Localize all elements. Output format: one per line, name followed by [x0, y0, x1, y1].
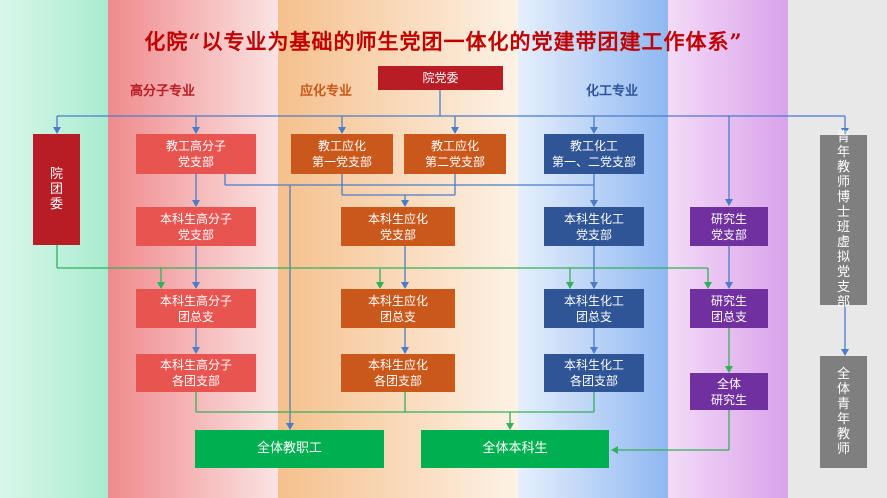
ug-party-polymer: 本科生高分子 党支部 [136, 207, 256, 246]
grad-league-branch: 研究生 团总支 [690, 289, 768, 328]
ug-league-chemeng: 本科生化工 团总支 [544, 289, 644, 328]
band-left [0, 0, 108, 498]
header-applied: 应化专业 [300, 84, 353, 99]
faculty-applied-branch-2: 教工应化 第二党支部 [404, 134, 506, 174]
ug-branches-applied: 本科生应化 各团支部 [341, 354, 455, 392]
band-graduate [668, 0, 788, 498]
all-staff: 全体教职工 [195, 430, 384, 468]
young-phd-virtual-branch-label: 青年教师博士班虚拟党支部 [836, 130, 850, 310]
college-youth-league: 院团委 [33, 134, 80, 245]
all-young-teachers: 全体青年教师 [820, 356, 867, 468]
ug-party-applied: 本科生应化 党支部 [341, 207, 455, 246]
ug-branches-chemeng: 本科生化工 各团支部 [544, 354, 644, 392]
ug-branches-polymer: 本科生高分子 各团支部 [136, 354, 256, 392]
band-polymer [108, 0, 278, 498]
college-party-committee: 院党委 [378, 66, 503, 90]
ug-league-applied: 本科生应化 团总支 [341, 289, 455, 328]
young-phd-virtual-branch: 青年教师博士班虚拟党支部 [820, 130, 867, 310]
grad-party-branch: 研究生 党支部 [690, 207, 768, 246]
all-undergraduates: 全体本科生 [421, 430, 609, 468]
faculty-applied-branch-1: 教工应化 第一党支部 [291, 134, 393, 174]
diagram-title: 化院“以专业为基础的师生党团一体化的党建带团建工作体系” [144, 29, 743, 54]
ug-party-chemeng: 本科生化工 党支部 [544, 207, 644, 246]
college-youth-league-label: 院团委 [49, 167, 63, 212]
ug-league-polymer: 本科生高分子 团总支 [136, 289, 256, 328]
header-polymer: 高分子专业 [130, 84, 196, 99]
header-chemeng: 化工专业 [586, 84, 639, 99]
all-young-teachers-label: 全体青年教师 [836, 367, 850, 457]
all-graduates: 全体 研究生 [690, 373, 768, 410]
band-chemeng [518, 0, 668, 498]
faculty-chemeng-branches: 教工化工 第一、二党支部 [544, 134, 644, 174]
faculty-polymer-branch: 教工高分子 党支部 [136, 134, 256, 174]
